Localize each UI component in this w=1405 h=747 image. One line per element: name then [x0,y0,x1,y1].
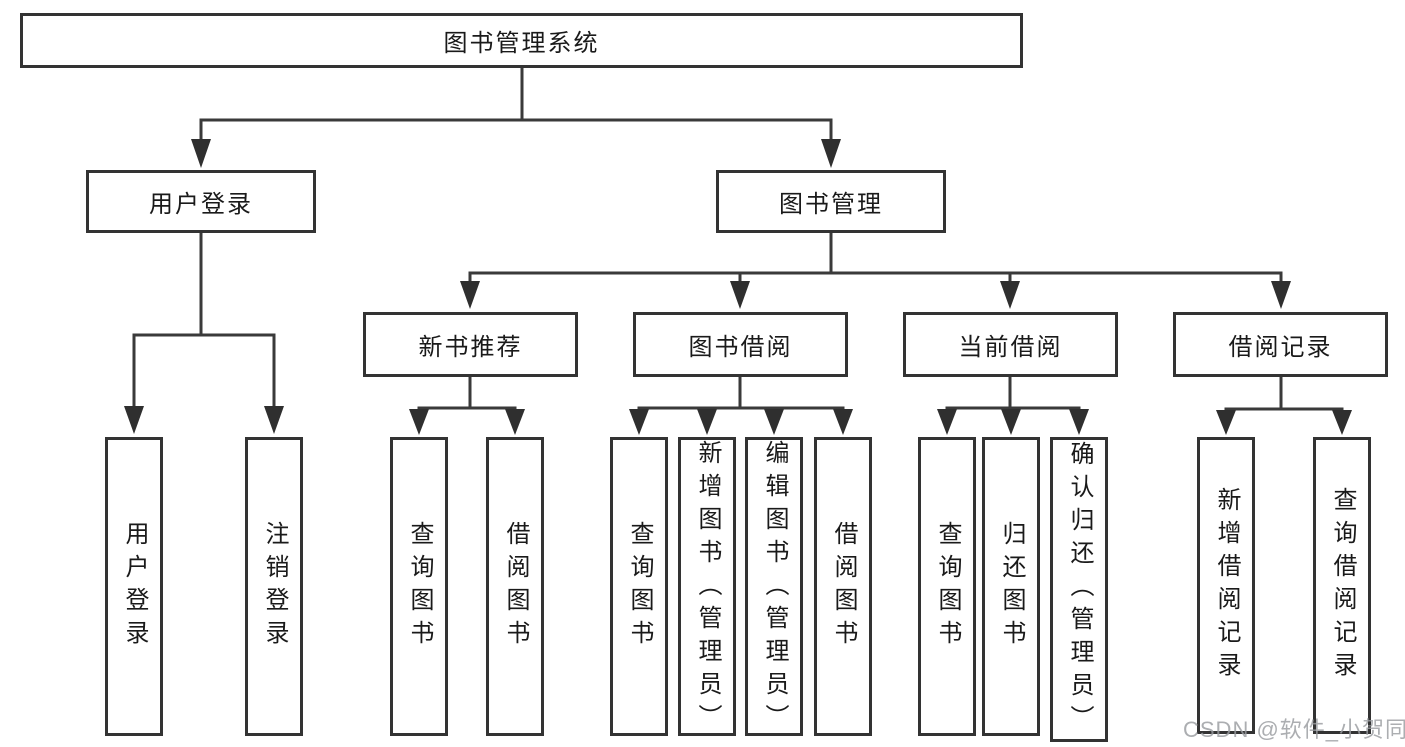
arrowhead [264,406,284,434]
arrowhead [505,409,525,435]
node-library-management-system: 图书管理系统 [20,13,1023,68]
leaf-return-book: 归还图书 [982,437,1040,736]
node-current-borrowing: 当前借阅 [903,312,1118,377]
node-label: 确认归还（管理员） [1066,441,1093,738]
leaf-user-login: 用户登录 [105,437,163,736]
arrowhead [460,281,480,309]
node-label: 借阅图书 [830,520,857,653]
leaf-edit-book-admin: 编辑图书（管理员） [745,437,803,737]
arrowhead [629,409,649,435]
node-label: 当前借阅 [958,334,1063,361]
node-label: 新增图书（管理员） [694,440,721,737]
node-label: 用户登录 [121,520,148,653]
node-label: 新增借阅记录 [1213,486,1240,685]
node-label: 新书推荐 [418,334,523,361]
node-label: 借阅记录 [1228,334,1333,361]
node-label: 归还图书 [998,520,1025,653]
leaf-add-book-admin: 新增图书（管理员） [678,437,736,737]
arrowhead [191,139,211,168]
leaf-borrow-books: 借阅图书 [814,437,872,736]
leaf-confirm-return-admin: 确认归还（管理员） [1050,437,1108,742]
node-label: 查询图书 [626,520,653,653]
arrowhead [1216,410,1236,435]
node-label: 查询图书 [934,520,961,653]
node-label: 注销登录 [261,520,288,653]
leaf-query-borrow-record: 查询借阅记录 [1313,437,1371,734]
node-new-book-recommend: 新书推荐 [363,312,578,377]
csdn-watermark: CSDN @软件_小贺同学 [1183,717,1405,742]
leaf-logout: 注销登录 [245,437,303,736]
node-book-borrowing: 图书借阅 [633,312,848,377]
arrowhead [730,281,750,309]
arrowhead [1332,410,1352,435]
arrowhead [1069,409,1089,435]
arrowhead [764,409,784,435]
arrowhead [409,409,429,435]
arrowhead [124,406,144,434]
node-user-login: 用户登录 [86,170,316,233]
arrowhead [821,139,841,168]
arrowhead [697,409,717,435]
node-label: 图书管理系统 [443,30,600,57]
node-label: 查询图书 [406,520,433,653]
leaf-query-books-current: 查询图书 [918,437,976,736]
node-label: 编辑图书（管理员） [761,440,788,737]
arrowhead [937,409,957,435]
node-book-management: 图书管理 [716,170,946,233]
node-label: 借阅图书 [502,520,529,653]
leaf-query-books-recommend: 查询图书 [390,437,448,736]
leaf-add-borrow-record: 新增借阅记录 [1197,437,1255,734]
node-borrowing-records: 借阅记录 [1173,312,1388,377]
arrowhead [1001,409,1021,435]
leaf-query-books-borrow: 查询图书 [610,437,668,736]
leaf-borrow-books-recommend: 借阅图书 [486,437,544,736]
arrowhead [1271,281,1291,309]
arrowhead [1000,281,1020,309]
node-label: 图书管理 [779,191,883,218]
node-label: 查询借阅记录 [1329,486,1356,685]
node-label: 图书借阅 [688,334,793,361]
arrowhead [833,409,853,435]
node-label: 用户登录 [149,191,253,218]
